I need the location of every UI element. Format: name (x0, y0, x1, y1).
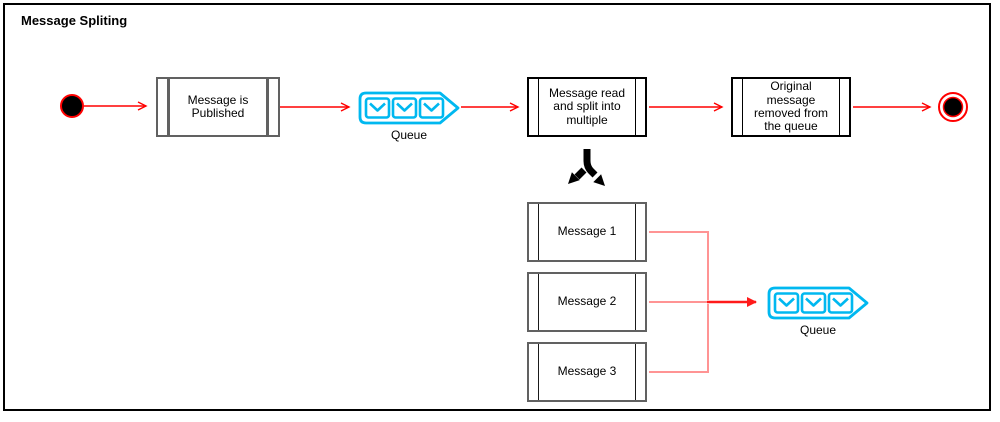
activity-side-bar (839, 79, 840, 135)
activity-label: Message 3 (557, 364, 617, 379)
queue2-label: Queue (799, 323, 837, 337)
activity-message-1: Message 1 (527, 202, 647, 262)
activity-side-bar (538, 274, 539, 330)
activity-message-is-published: Message is Published (156, 77, 280, 137)
queue1-label: Queue (390, 128, 428, 142)
activity-side-bar (538, 344, 539, 400)
activity-side-bar (635, 79, 636, 135)
activity-side-bar (635, 274, 636, 330)
diagram-border (3, 3, 991, 411)
activity-side-bar (538, 204, 539, 260)
diagram-title: Message Spliting (21, 13, 128, 28)
activity-message-3: Message 3 (527, 342, 647, 402)
activity-message-read-split: Message read and split into multiple (527, 77, 647, 137)
activity-side-bar (266, 79, 269, 135)
activity-label: Message read and split into multiple (548, 85, 626, 127)
activity-side-bar (635, 204, 636, 260)
envelope-icon (773, 292, 854, 314)
queue2-icon (766, 286, 870, 320)
split-arrow-icon (558, 148, 618, 196)
activity-label: Original message removed from the queue (753, 79, 829, 134)
queue1-icon (357, 91, 461, 125)
activity-side-bar (167, 79, 170, 135)
activity-label: Message is Published (187, 92, 249, 120)
activity-label: Message 1 (557, 224, 617, 239)
activity-side-bar (742, 79, 743, 135)
activity-message-2: Message 2 (527, 272, 647, 332)
activity-label: Message 2 (557, 294, 617, 309)
envelope-icon (364, 97, 445, 119)
activity-original-removed: Original message removed from the queue (731, 77, 851, 137)
activity-side-bar (538, 79, 539, 135)
activity-side-bar (635, 344, 636, 400)
